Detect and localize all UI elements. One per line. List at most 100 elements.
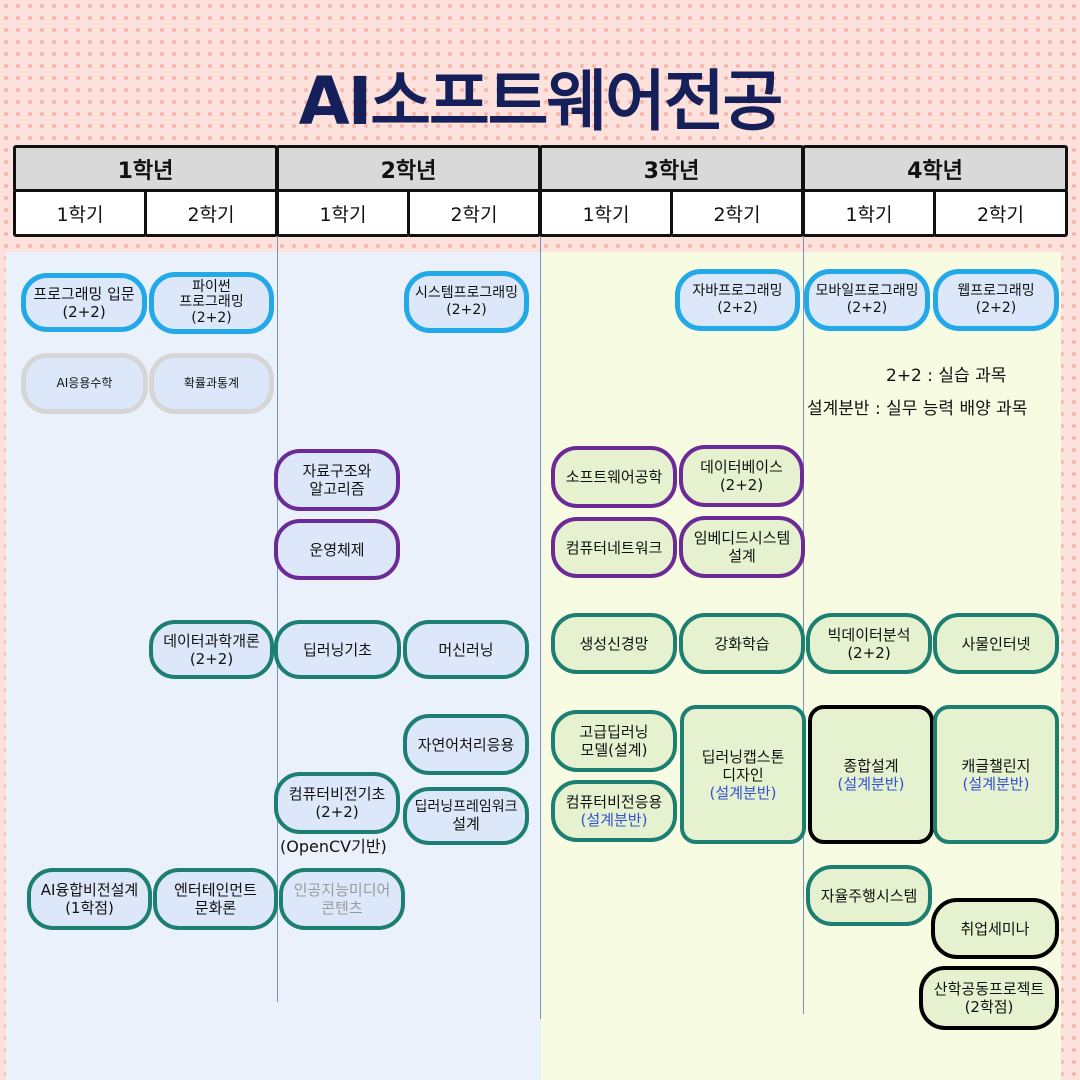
semester-header: 2학기	[407, 189, 541, 237]
course-career-seminar[interactable]: 취업세미나	[931, 898, 1059, 959]
legend-practice: 2+2 : 실습 과목	[886, 366, 1007, 386]
semester-header: 2학기	[144, 189, 278, 237]
course-python-programming[interactable]: 파이썬 프로그래밍 (2+2)	[149, 272, 274, 334]
course-name: 종합설계	[843, 756, 899, 775]
course-web-programming[interactable]: 웹프로그래밍 (2+2)	[933, 269, 1059, 331]
course-credit: (2+2)	[189, 649, 234, 668]
course-comprehensive-design[interactable]: 종합설계 (설계분반)	[808, 705, 934, 844]
course-probability-statistics[interactable]: 확률과통계	[149, 353, 274, 414]
course-intro-programming[interactable]: 프로그래밍 입문 (2+2)	[21, 273, 147, 332]
course-industry-academia-project[interactable]: 산학공동프로젝트 (2학점)	[919, 966, 1059, 1030]
course-kaggle-challenge[interactable]: 캐글챌린지 (설계분반)	[933, 705, 1059, 844]
course-intro-data-science[interactable]: 데이터과학개론 (2+2)	[149, 620, 274, 679]
year-divider-line	[540, 237, 541, 1019]
course-computer-vision-basics[interactable]: 컴퓨터비전기초 (2+2)	[274, 772, 400, 834]
course-name: 컴퓨터비전기초	[288, 785, 386, 803]
course-name: 인공지능미디어	[293, 881, 391, 899]
course-name: 임베디드시스템	[693, 529, 791, 547]
course-big-data-analysis[interactable]: 빅데이터분석 (2+2)	[806, 613, 932, 674]
course-mobile-programming[interactable]: 모바일프로그래밍 (2+2)	[804, 269, 930, 331]
course-credit: (2+2)	[719, 476, 764, 494]
semester-header: 1학기	[13, 189, 147, 237]
course-name: 운영체제	[309, 540, 365, 559]
course-name: 콘텐츠	[321, 899, 363, 917]
course-name: 설계	[728, 547, 756, 565]
course-credit: (2+2)	[717, 300, 758, 316]
course-name: 딥러닝프레임워크	[414, 798, 518, 815]
course-name: 데이터베이스	[700, 458, 783, 476]
course-name: 생성신경망	[579, 634, 649, 653]
course-credit: (2+2)	[846, 300, 888, 316]
course-database[interactable]: 데이터베이스 (2+2)	[679, 445, 804, 507]
course-internet-of-things[interactable]: 사물인터넷	[933, 613, 1059, 674]
course-computer-vision-applications[interactable]: 컴퓨터비전응용 (설계분반)	[551, 780, 677, 842]
course-credit: (2+2)	[62, 302, 106, 321]
course-name: 설계	[452, 815, 480, 834]
semester-header: 2학기	[933, 189, 1068, 237]
course-name: 파이썬	[192, 278, 231, 295]
course-name: 엔터테인먼트	[174, 881, 257, 899]
course-name: 자료구조와	[302, 462, 372, 480]
page-title: AI소프트웨어전공	[298, 63, 784, 140]
semester-header: 2학기	[670, 189, 804, 237]
course-nlp-applications[interactable]: 자연어처리응용	[403, 714, 529, 775]
course-credit: (2+2)	[191, 309, 232, 326]
course-operating-systems[interactable]: 운영체제	[274, 519, 400, 580]
year-divider-line	[803, 237, 804, 1014]
design-section-label: (설계분반)	[580, 811, 648, 829]
course-credit: (2+2)	[847, 643, 891, 662]
course-name: 웹프로그래밍	[957, 283, 1035, 300]
course-system-programming[interactable]: 시스템프로그래밍 (2+2)	[404, 271, 529, 333]
course-name: 모바일프로그래밍	[815, 283, 919, 300]
course-name: 알고리즘	[309, 480, 365, 498]
year-header-1: 1학년	[13, 145, 278, 192]
course-name: 시스템프로그래밍	[414, 285, 519, 302]
course-deep-learning-framework-design[interactable]: 딥러닝프레임워크 설계	[403, 787, 529, 845]
course-name: 캐글챌린지	[961, 756, 1031, 775]
design-section-label: (설계분반)	[962, 774, 1030, 793]
course-embedded-systems-design[interactable]: 임베디드시스템 설계	[679, 516, 805, 578]
course-name: 자연어처리응용	[417, 735, 515, 754]
course-name: AI응용수학	[56, 376, 113, 391]
course-deep-learning-capstone[interactable]: 딥러닝캡스톤 디자인 (설계분반)	[680, 705, 806, 844]
course-data-structures-algorithms[interactable]: 자료구조와 알고리즘	[274, 449, 400, 511]
year-header-3: 3학년	[539, 145, 804, 192]
year-header-2: 2학년	[276, 145, 541, 192]
course-name: 확률과통계	[183, 376, 240, 391]
course-ai-convergence-vision-design[interactable]: AI융합비전설계 (1학점)	[27, 868, 152, 930]
opencv-note: (OpenCV기반)	[280, 837, 387, 856]
course-name: 프로그래밍	[179, 294, 244, 311]
course-ai-applied-math[interactable]: AI응용수학	[21, 353, 148, 414]
design-section-label: (설계분반)	[837, 774, 905, 793]
course-name: 모델(설계)	[580, 741, 648, 759]
course-ai-media-contents[interactable]: 인공지능미디어 콘텐츠	[279, 868, 405, 930]
course-autonomous-driving-systems[interactable]: 자율주행시스템	[806, 865, 932, 926]
course-software-engineering[interactable]: 소프트웨어공학	[551, 446, 677, 508]
course-machine-learning[interactable]: 머신러닝	[403, 620, 529, 679]
course-name: 데이터과학개론	[163, 631, 260, 650]
course-reinforcement-learning[interactable]: 강화학습	[679, 613, 805, 674]
course-name: 프로그래밍 입문	[33, 284, 135, 303]
course-name: 자율주행시스템	[820, 886, 918, 905]
course-generative-neural-networks[interactable]: 생성신경망	[551, 613, 677, 674]
course-credit: (1학점)	[65, 899, 114, 917]
course-name: 강화학습	[714, 634, 770, 653]
course-credit: (2+2)	[315, 803, 359, 821]
course-name: 소프트웨어공학	[565, 468, 663, 486]
course-credit: (2+2)	[975, 300, 1017, 316]
course-name: 디자인	[722, 765, 764, 784]
course-deep-learning-basics[interactable]: 딥러닝기초	[274, 620, 401, 679]
design-section-label: (설계분반)	[709, 783, 777, 802]
course-name: AI융합비전설계	[40, 881, 139, 899]
course-advanced-deep-learning-models[interactable]: 고급딥러닝 모델(설계)	[551, 710, 677, 772]
course-entertainment-culture[interactable]: 엔터테인먼트 문화론	[153, 868, 278, 930]
course-java-programming[interactable]: 자바프로그래밍 (2+2)	[675, 269, 800, 331]
course-credit: (2+2)	[446, 302, 487, 318]
course-name: 딥러닝기초	[302, 640, 372, 659]
course-credit: (2학점)	[964, 998, 1014, 1016]
course-computer-network[interactable]: 컴퓨터네트워크	[551, 517, 677, 578]
course-name: 문화론	[194, 899, 237, 917]
course-name: 딥러닝캡스톤	[701, 747, 785, 766]
course-name: 자바프로그래밍	[692, 283, 783, 300]
semester-header: 1학기	[539, 189, 673, 237]
